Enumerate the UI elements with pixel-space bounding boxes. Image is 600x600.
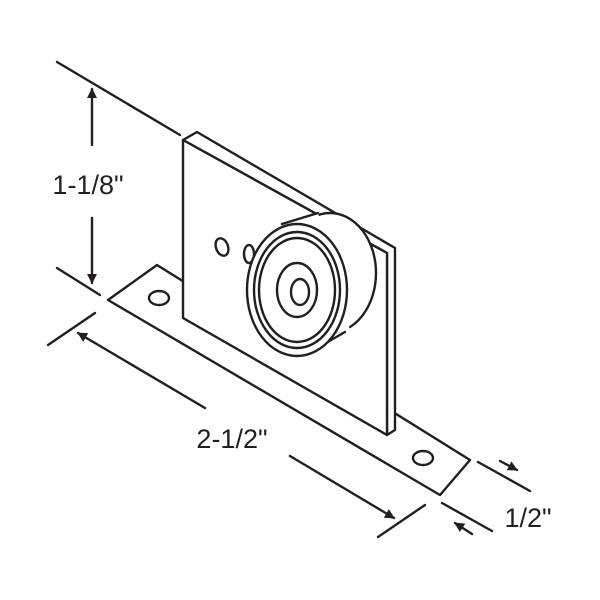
- plate-hole: [214, 237, 230, 257]
- width-dimension: 1/2": [440, 459, 552, 536]
- length-label: 2-1/2": [196, 424, 267, 454]
- height-dimension: 1-1/8": [52, 60, 182, 297]
- length-dimension: 2-1/2": [46, 311, 427, 539]
- roller-wheel: [242, 211, 378, 358]
- width-label: 1/2": [504, 503, 551, 533]
- mounting-hole-left: [147, 289, 171, 307]
- height-label: 1-1/8": [52, 170, 123, 200]
- mounting-hole-right: [411, 449, 435, 467]
